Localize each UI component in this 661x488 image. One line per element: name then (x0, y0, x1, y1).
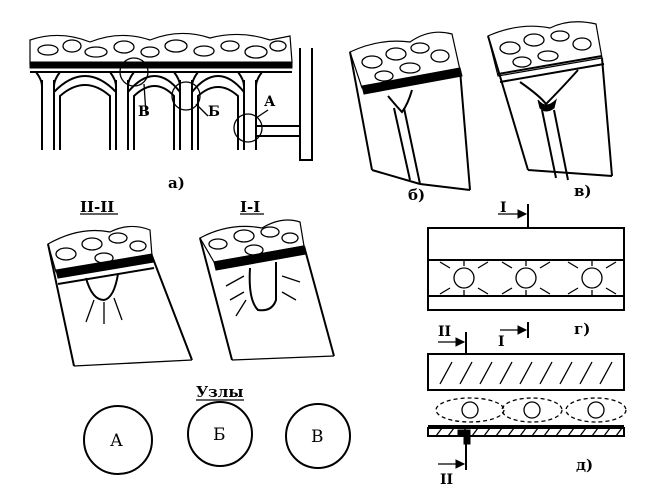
section-i-drawing (199, 219, 335, 361)
fig-g-section-label: I (500, 200, 507, 216)
section-ii-title: II-II (80, 198, 114, 216)
fig-g-label: г) (574, 320, 590, 338)
nodes-title: Узлы (196, 383, 243, 401)
fig-d-section-top: II (438, 324, 451, 340)
fig-d-section-mid: I (498, 334, 505, 350)
fig-b-drawing (349, 31, 471, 191)
node-label-b: Б (208, 104, 220, 120)
node-circle-label-b: Б (213, 425, 226, 445)
fig-v-label: в) (574, 182, 592, 200)
fig-a-label: а) (168, 174, 185, 192)
node-circle-label-v: В (311, 427, 324, 447)
fig-d-section-bottom: II (440, 472, 453, 488)
fig-d-drawing (427, 322, 627, 470)
node-circle-a: А (83, 405, 153, 475)
fig-a-drawing (29, 32, 313, 161)
fig-b-label: б) (408, 186, 425, 204)
node-label-v: В (138, 104, 150, 120)
node-circle-b: Б (187, 401, 253, 467)
fig-d-label: д) (576, 456, 593, 474)
fig-g-drawing (427, 204, 625, 311)
node-circle-v: В (285, 403, 351, 469)
section-ii-drawing (47, 225, 193, 367)
fig-v-drawing (487, 21, 613, 181)
section-i-title: I-I (240, 198, 260, 216)
node-circle-label-a: А (110, 431, 123, 451)
node-label-a: А (264, 94, 276, 110)
